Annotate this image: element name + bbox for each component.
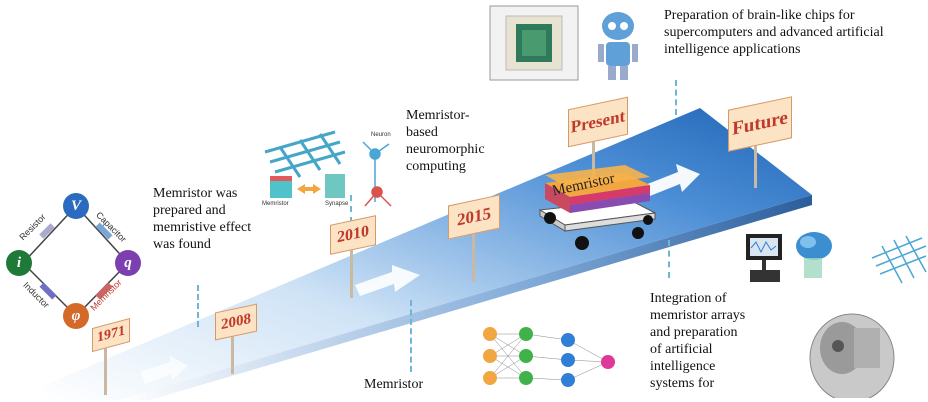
neuron-icon xyxy=(362,141,390,202)
caption-present: Preparation of brain-like chips for supe… xyxy=(664,8,884,57)
node-q: q xyxy=(115,250,141,276)
future-systems-figure xyxy=(746,232,927,398)
nn-hidden-node xyxy=(519,327,533,341)
nn-hidden-node xyxy=(519,349,533,363)
cart-wheel xyxy=(544,212,556,224)
caption-2015: Memristor xyxy=(364,377,424,392)
caption-2010: Memristor-based neuromorphic computing xyxy=(406,108,485,174)
road-arrow-1 xyxy=(355,265,420,296)
double-arrow-icon xyxy=(297,184,321,194)
cart-wheel xyxy=(643,215,653,225)
label-neuron: Neuron xyxy=(371,132,391,138)
robot-icon xyxy=(598,12,638,80)
nn-hidden-node xyxy=(561,353,575,367)
nn-output-node xyxy=(601,355,615,369)
road-arrow-faint xyxy=(140,356,188,384)
humanoid-head-icon xyxy=(809,313,895,398)
leader-present xyxy=(675,80,677,115)
leader-2010 xyxy=(350,195,352,223)
cart-wheel xyxy=(632,227,644,239)
resistor-component xyxy=(39,223,55,239)
node-v: V xyxy=(63,193,89,219)
leader-2008 xyxy=(197,285,199,327)
memristor-cart xyxy=(538,165,657,250)
caption-2008: Memristor was prepared and memristive ef… xyxy=(153,186,252,252)
node-phi: φ xyxy=(63,303,89,329)
neural-network-figure xyxy=(483,327,615,387)
nn-input-node xyxy=(483,327,497,341)
node-i: i xyxy=(6,250,32,276)
caption-future: Integration of memristor arrays and prep… xyxy=(650,291,746,391)
synapse-icon xyxy=(325,174,345,198)
nn-hidden-node xyxy=(519,371,533,385)
capacitor-component xyxy=(95,222,113,240)
nn-input-node xyxy=(483,349,497,363)
label-synapse-small: Synapse xyxy=(325,201,349,207)
memristor-device-icon xyxy=(270,180,292,198)
crossbar-array-icon xyxy=(264,130,346,178)
memristor-component xyxy=(95,282,113,300)
leader-2015 xyxy=(410,300,412,372)
cart-wheel xyxy=(575,236,589,250)
brain-icon xyxy=(796,232,832,278)
neuron-icon-red xyxy=(364,186,392,207)
nn-hidden-node xyxy=(561,333,575,347)
inductor-component xyxy=(39,282,57,300)
nn-hidden-node xyxy=(561,373,575,387)
crossbar-synapse-figure xyxy=(264,130,392,207)
leader-future xyxy=(668,240,670,278)
crossbar-array-icon xyxy=(871,235,927,284)
road-arrow-2 xyxy=(645,164,700,196)
chip-robot-figure xyxy=(489,5,638,81)
nn-input-node xyxy=(483,371,497,385)
label-memristor-small: Memristor xyxy=(262,201,289,207)
